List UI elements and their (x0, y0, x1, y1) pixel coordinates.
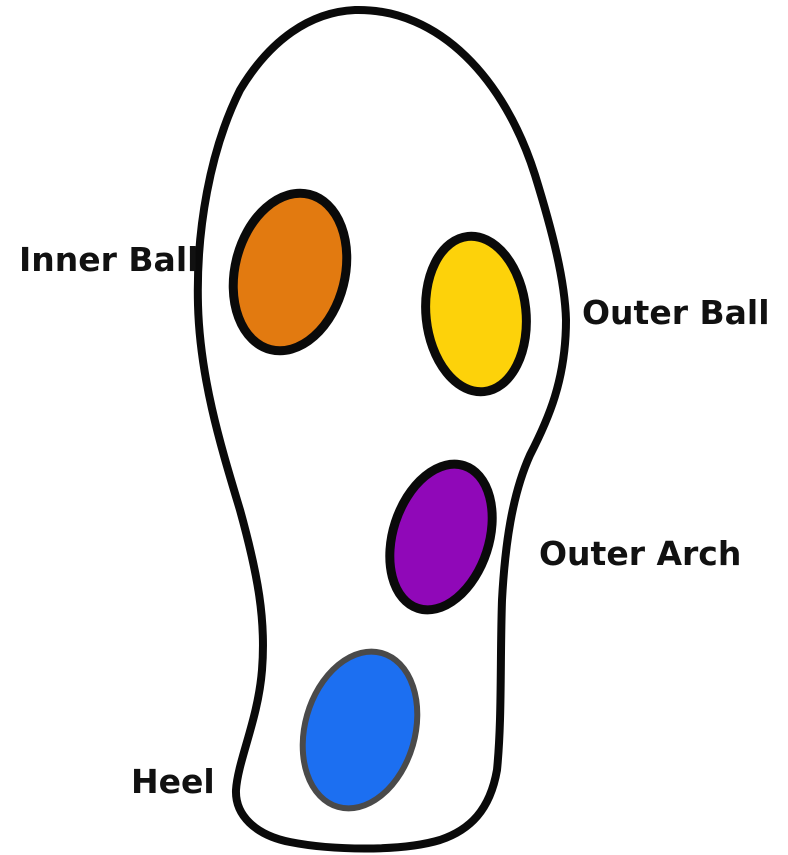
inner-ball-label: Inner Ball (19, 243, 198, 276)
outer-ball-label: Outer Ball (582, 296, 770, 329)
heel-label: Heel (131, 765, 215, 798)
outer-arch-label: Outer Arch (539, 537, 741, 570)
